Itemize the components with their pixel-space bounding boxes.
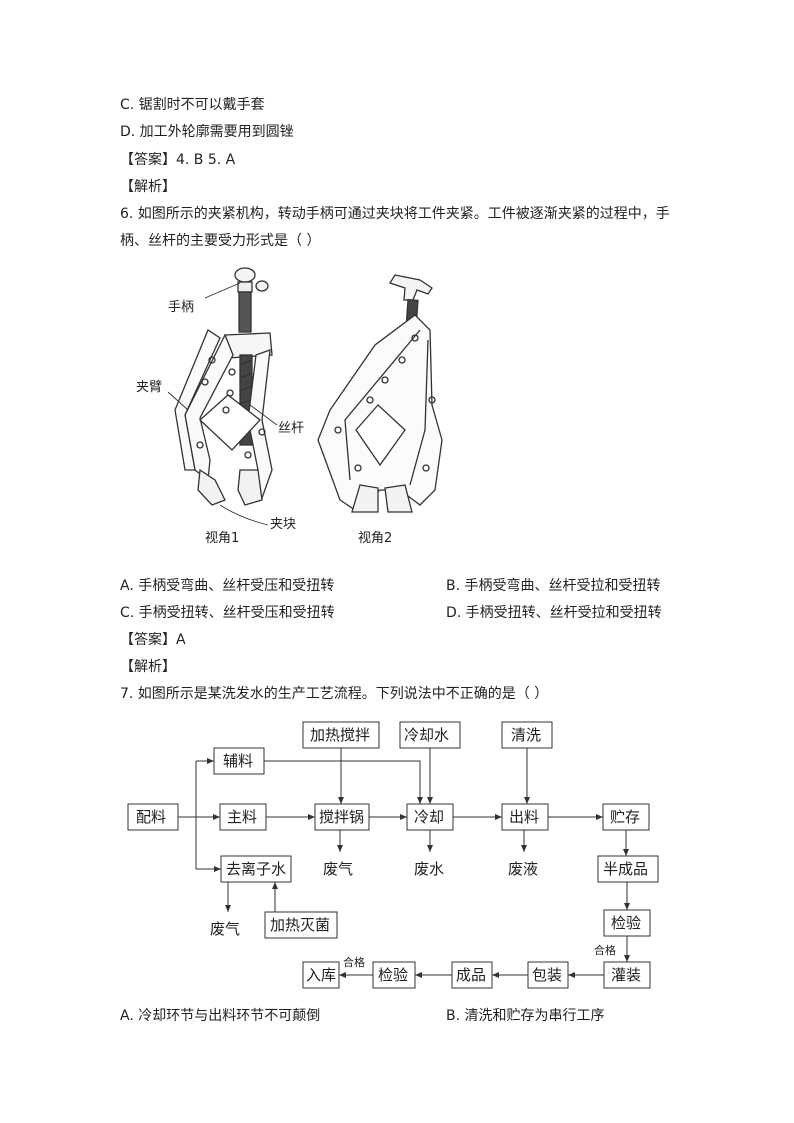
label-arm: 夹臂 [136, 380, 163, 395]
flow-chuliao: 出料 [509, 808, 540, 826]
box-jiaredianban [302, 721, 380, 749]
q6-stem-line1: 6. 如图所示的夹紧机构，转动手柄可通过夹块将工件夹紧。工件被逐渐夹紧的过程中，… [120, 206, 670, 222]
q6-option-d: D. 手柄受扭转、丝杆受拉和受扭转 [446, 605, 662, 621]
flow-qingxi: 清洗 [511, 726, 542, 744]
flow-jiaobanguo: 搅拌锅 [319, 808, 365, 826]
label-view1: 视角1 [205, 531, 240, 546]
q45-answer: 【答案】4. B 5. A [120, 152, 236, 168]
flow-baozhuang: 包装 [532, 966, 563, 984]
flow-zhucun: 贮存 [610, 808, 641, 826]
flow-fuliao: 辅料 [223, 752, 254, 770]
label-view2: 视角2 [358, 531, 393, 546]
q6-option-c: C. 手柄受扭转、丝杆受压和受扭转 [120, 605, 335, 621]
q6-option-b: B. 手柄受弯曲、丝杆受拉和受扭转 [446, 578, 661, 594]
box-ruku [302, 961, 340, 989]
q6-option-a: A. 手柄受弯曲、丝杆受压和受扭转 [120, 578, 335, 594]
flow-feiqi1: 废气 [323, 860, 354, 878]
flow-banchengpin: 半成品 [603, 860, 649, 878]
label-block: 夹块 [270, 517, 297, 532]
box-zhucun [602, 803, 650, 831]
flow-guanzhuang: 灌装 [611, 966, 642, 984]
flow-peiliao: 配料 [136, 808, 167, 826]
q45-analysis: 【解析】 [120, 179, 176, 195]
flow-feiqi2: 废气 [210, 920, 241, 938]
flow-hege1: 合格 [594, 944, 616, 957]
label-handle: 手柄 [168, 300, 195, 315]
flow-jiaremiejun: 加热灭菌 [270, 916, 331, 934]
flow-chengpin: 成品 [456, 966, 487, 984]
flow-feishui: 废水 [414, 860, 445, 878]
q7-option-a: A. 冷却环节与出料环节不可颠倒 [120, 1008, 321, 1024]
flow-jianyan2: 检验 [378, 966, 409, 984]
q5-option-c: C. 锯割时不可以戴手套 [120, 97, 265, 113]
label-screw: 丝杆 [278, 421, 305, 436]
q6-answer: 【答案】A [120, 632, 186, 648]
q6-analysis: 【解析】 [120, 659, 176, 675]
q6-stem-line2: 柄、丝杆的主要受力形式是（ ） [120, 233, 321, 249]
box-fuliao [213, 747, 265, 775]
flow-jianyan1: 检验 [611, 914, 642, 932]
q7-option-b: B. 清洗和贮存为串行工序 [446, 1008, 605, 1024]
box-jiaremiejun [264, 911, 338, 939]
flow-lengqueshui: 冷却水 [404, 726, 450, 744]
flow-zhuliao: 主料 [227, 808, 258, 826]
flow-lengque: 冷却 [414, 808, 445, 826]
flow-hege2: 合格 [343, 956, 365, 969]
box-lengqueshui [399, 721, 461, 749]
q7-stem: 7. 如图所示是某洗发水的生产工艺流程。下列说法中不正确的是（ ） [120, 686, 549, 702]
box-guanzhuang [603, 961, 651, 989]
box-jianyan1 [603, 909, 651, 937]
flow-ruku: 入库 [306, 966, 337, 984]
flow-feiye: 废液 [508, 860, 539, 878]
box-banchengpin [597, 855, 659, 883]
clamp-view2-illustration [317, 274, 443, 513]
flow-quzishui: 去离子水 [226, 860, 287, 878]
q5-option-d: D. 加工外轮廓需要用到圆锉 [120, 124, 294, 140]
flow-jiaredianban: 加热搅拌 [310, 726, 371, 744]
clamp-view1-illustration [174, 267, 273, 506]
